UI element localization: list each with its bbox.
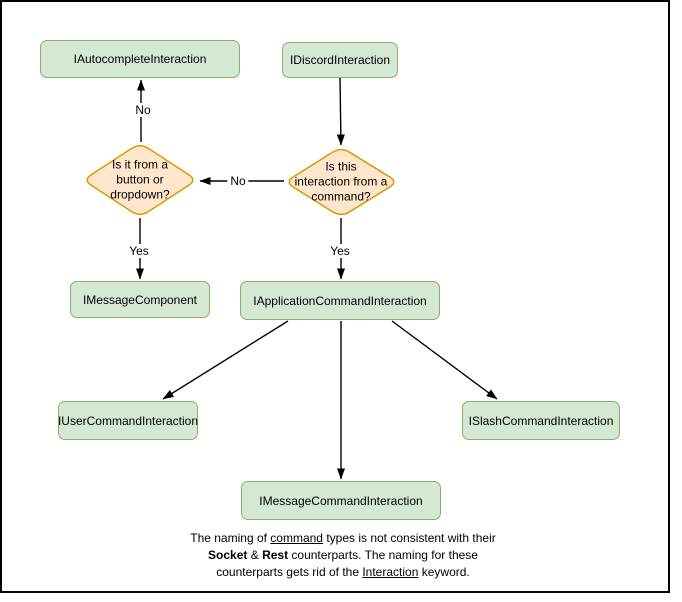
node-imessagecommandinteraction: IMessageCommandInteraction — [241, 481, 441, 520]
edge-label-no-mid: No — [227, 174, 249, 188]
note-line-2: Socket & Rest counterparts. The naming f… — [143, 547, 543, 564]
decision-line: Is it from a — [111, 157, 169, 172]
node-imessagecomponent: IMessageComponent — [70, 281, 210, 318]
node-iautocompleteinteraction: IAutocompleteInteraction — [40, 40, 240, 78]
edge-to-user-command — [162, 320, 289, 400]
node-islashcommandinteraction: ISlashCommandInteraction — [462, 401, 620, 440]
node-iapplicationcommandinteraction: IApplicationCommandInteraction — [240, 281, 440, 320]
decision-line: Is this — [325, 159, 357, 174]
decision-label-from-command: Is this interaction from a command? — [295, 160, 388, 205]
note-segment: types is not consistent with their — [322, 531, 496, 545]
decision-diamond-from-command — [288, 148, 395, 216]
note-segment: The naming of — [190, 531, 271, 545]
decision-diamond-button-or-dropdown — [86, 144, 194, 216]
edge-discord-to-command-question — [336, 77, 345, 146]
decision-line: button or — [116, 172, 164, 187]
node-idiscordinteraction: IDiscordInteraction — [282, 42, 398, 78]
node-iusercommandinteraction: IUserCommandInteraction — [58, 401, 198, 440]
edge-label-yes-right: Yes — [327, 244, 353, 258]
note-segment-underlined: Interaction — [362, 565, 419, 579]
note-segment: keyword. — [418, 565, 470, 579]
note-line-3: counterparts gets rid of the Interaction… — [143, 564, 543, 581]
decision-label-button-or-dropdown: Is it from a button or dropdown? — [110, 158, 169, 203]
note-line-1: The naming of command types is not consi… — [143, 530, 543, 547]
note-segment: & — [247, 548, 263, 562]
decision-line: command? — [311, 189, 371, 204]
note-segment-bold: Rest — [262, 548, 289, 562]
note-segment-underlined: command — [270, 531, 323, 545]
note-segment-bold: Socket — [208, 548, 248, 562]
diagram-frame — [0, 0, 670, 593]
decision-line: interaction from a — [294, 174, 388, 189]
decision-line: dropdown? — [110, 187, 170, 202]
edge-to-slash-command — [391, 320, 498, 400]
note-segment: counterparts. The naming for these — [288, 548, 478, 562]
note-segment: counterparts gets rid of the — [216, 565, 363, 579]
edge-label-no-top: No — [132, 103, 154, 117]
edge-label-yes-left: Yes — [126, 244, 152, 258]
note-text: The naming of command types is not consi… — [143, 530, 543, 581]
